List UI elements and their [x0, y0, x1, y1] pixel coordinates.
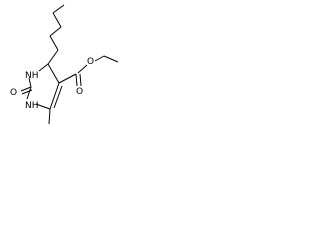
- bond-c6-methyl: [48, 108, 51, 125]
- bond-ethyl-2: [103, 55, 119, 63]
- bond-n3-c2: [28, 77, 32, 88]
- atom-label-carbonyl-oxygen: O: [10, 88, 17, 98]
- bond-pentyl-2: [52, 12, 62, 28]
- atom-labels: NH NH O O O: [10, 57, 94, 111]
- bond-c4-n3: [38, 63, 49, 72]
- bond-pentyl-5: [47, 49, 59, 65]
- bond-pentyl-4: [49, 35, 59, 51]
- atom-label-nh-lower: NH: [25, 101, 39, 111]
- structure-diagram: NH NH O O O: [10, 4, 119, 125]
- atom-label-ester-oxygen: O: [87, 57, 94, 67]
- bond-o-ethyl-1: [94, 55, 105, 62]
- bond-n1-c6: [35, 103, 51, 110]
- bond-c6-c5: [49, 82, 60, 110]
- bond-c2-o-b: [21, 89, 33, 95]
- bond-c5-ester-c: [58, 73, 77, 84]
- atom-label-nh-upper: NH: [25, 71, 39, 81]
- bonds: [20, 4, 119, 125]
- bond-ester-c-o-single: [77, 64, 88, 74]
- bond-pentyl-3: [49, 26, 62, 37]
- bond-c2-n1: [26, 86, 32, 100]
- atom-label-ester-carbonyl-oxygen: O: [76, 87, 83, 97]
- bond-pentyl-1: [52, 4, 65, 14]
- bond-c2-o-a: [20, 86, 32, 92]
- bond-ester-c-o-a: [75, 73, 78, 87]
- bond-c5-c4: [47, 63, 60, 84]
- bond-ester-c-o-b: [79, 73, 82, 87]
- bond-c6-c5-double: [53, 85, 63, 109]
